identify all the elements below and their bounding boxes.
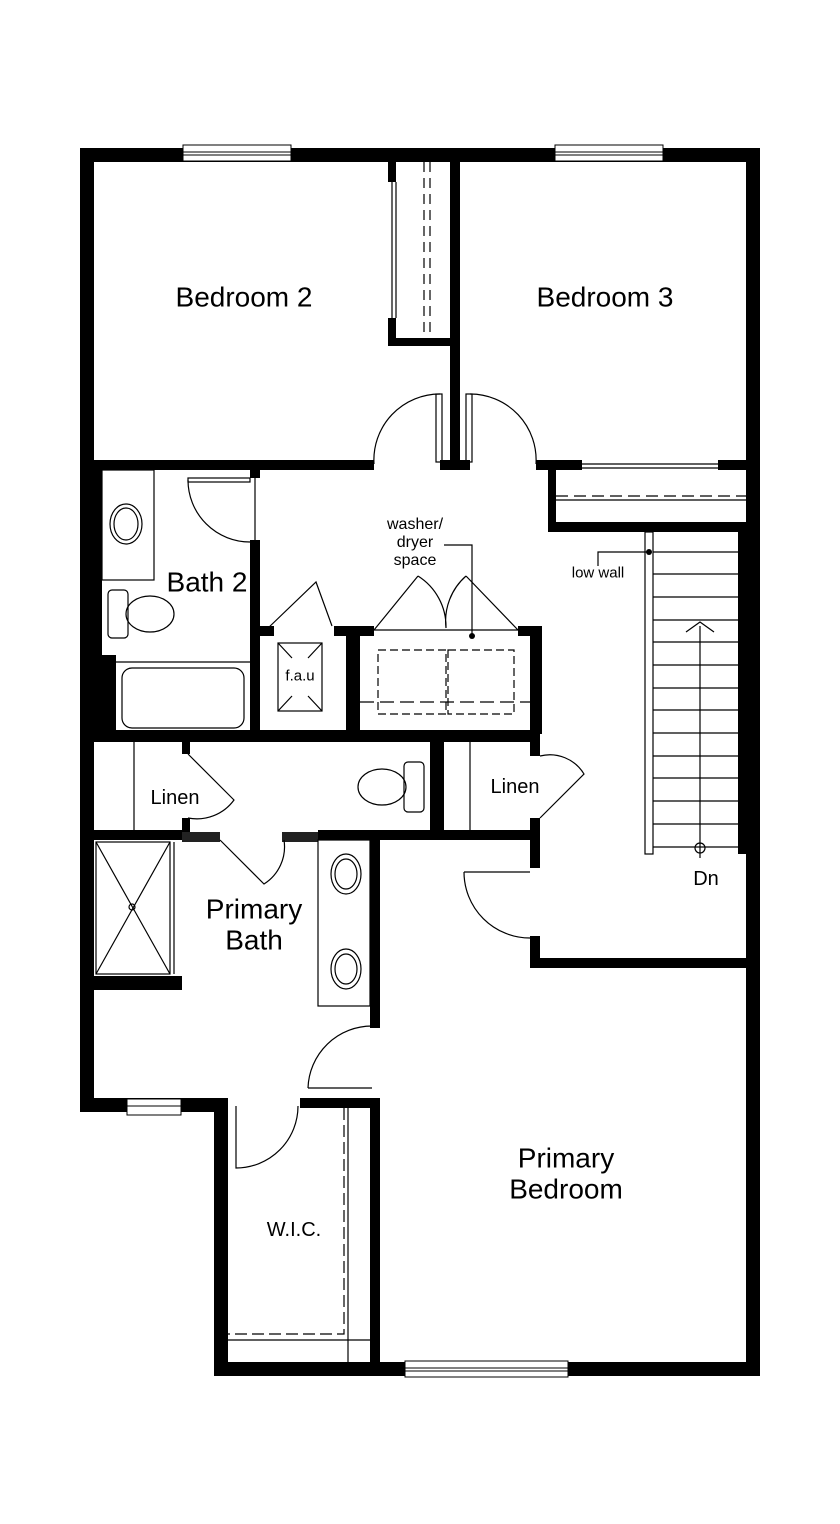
room-label-bath-2: Bath 2 [166,566,248,598]
annotation-stairs-down: Dn [693,867,719,890]
room-label-wic: W.I.C. [266,1218,322,1241]
annotation-washer-dryer: washer/ dryer space [386,516,444,569]
room-label-bedroom-2: Bedroom 2 [175,281,313,313]
room-label-linen-2: Linen [490,775,540,798]
windows [126,144,664,1378]
room-label-primary-bedroom: Primary Bedroom [509,1142,623,1205]
annotation-low-wall: low wall [571,564,625,582]
room-label-bedroom-3: Bedroom 3 [536,281,674,313]
room-label-linen-1: Linen [150,786,200,809]
fixtures [95,162,746,1362]
room-label-primary-bath: Primary Bath [205,893,303,956]
room-label-fau: f.a.u [285,667,315,685]
interior-walls [94,160,748,1376]
